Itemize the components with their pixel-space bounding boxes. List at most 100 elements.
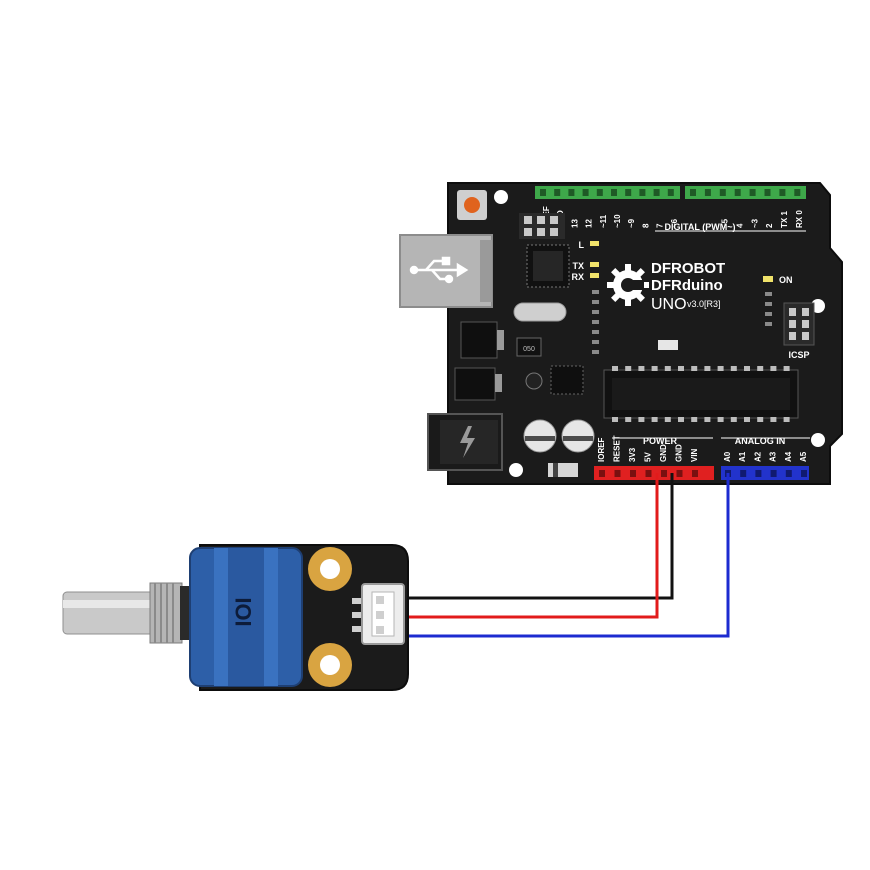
header-pin-hole bbox=[676, 470, 683, 477]
chip-pin bbox=[651, 417, 658, 422]
chip-pin bbox=[770, 366, 777, 371]
header-pin-hole bbox=[625, 189, 632, 196]
header-pin-hole bbox=[630, 470, 636, 477]
status-leds bbox=[590, 241, 599, 278]
rotary-potentiometer-icon: IOI bbox=[189, 547, 303, 687]
header-pin-hole bbox=[734, 189, 741, 196]
header-pin-hole bbox=[667, 189, 674, 196]
digital-pin-label: TX 1 bbox=[780, 211, 789, 228]
header-pin-hole bbox=[690, 189, 696, 196]
header-pin-hole bbox=[692, 470, 698, 477]
icsp-header-small bbox=[519, 213, 565, 239]
led-rx-label: RX bbox=[571, 272, 584, 282]
lightning-icon bbox=[460, 426, 475, 458]
brand-line2: DFRduino bbox=[651, 277, 723, 294]
header-pin-hole bbox=[785, 470, 792, 477]
chip-pin bbox=[744, 417, 750, 422]
led-l-label: L bbox=[579, 240, 585, 250]
header-pin-hole bbox=[704, 189, 711, 196]
reset-button[interactable] bbox=[457, 190, 487, 220]
header-pin-hole bbox=[740, 470, 747, 477]
gear-logo-icon bbox=[607, 264, 649, 306]
power-label: POWER bbox=[643, 436, 678, 446]
wire-blue-a0 bbox=[400, 473, 730, 638]
knob-shaft bbox=[62, 582, 194, 644]
atmega-chip bbox=[603, 366, 799, 422]
header-pin-hole bbox=[611, 189, 617, 196]
analog-pin-label: A5 bbox=[799, 451, 808, 462]
chip-pin bbox=[664, 366, 671, 371]
header-pin-hole bbox=[653, 189, 660, 196]
digital-pin-label: 13 bbox=[570, 219, 579, 228]
power-pin-label: GND bbox=[659, 444, 668, 462]
power-header bbox=[594, 466, 714, 480]
header-pin-hole bbox=[645, 470, 652, 477]
analog-pin-label: A3 bbox=[769, 451, 778, 462]
chip-pin bbox=[678, 366, 684, 371]
digital-label: DIGITAL (PWM~) bbox=[665, 222, 736, 232]
potentiometer-module: IOI bbox=[62, 544, 409, 691]
digital-pin-label: ~9 bbox=[627, 218, 636, 228]
power-pin-label: VIN bbox=[690, 448, 699, 462]
chip-pin bbox=[638, 417, 645, 422]
usb-chip bbox=[526, 244, 570, 288]
on-label: ON bbox=[779, 275, 793, 285]
electrolytic-capacitors bbox=[523, 419, 595, 453]
analog-header bbox=[721, 466, 809, 480]
analog-label: ANALOG IN bbox=[735, 436, 786, 446]
digital-pin-label: ~5 bbox=[721, 218, 730, 228]
model-version: v3.0[R3] bbox=[687, 299, 721, 309]
header-pin-hole bbox=[794, 189, 801, 196]
wires bbox=[400, 473, 730, 638]
capacitor-smd bbox=[658, 340, 678, 350]
analog-pin-label: A2 bbox=[753, 451, 762, 462]
led-tx-label: TX bbox=[572, 261, 584, 271]
mounting-hole bbox=[811, 433, 825, 447]
chip-pin bbox=[638, 366, 645, 371]
chip-pin bbox=[612, 417, 618, 422]
power-pin-label: IOREF bbox=[597, 437, 606, 462]
icsp-header bbox=[783, 302, 815, 346]
header-pin-hole bbox=[779, 189, 786, 196]
chip-pin bbox=[691, 366, 698, 371]
digital-pin-label: 8 bbox=[641, 223, 650, 228]
chip-pin bbox=[730, 366, 737, 371]
digital-pin-label: ~3 bbox=[750, 218, 759, 228]
digital-pin-label: 12 bbox=[585, 219, 594, 228]
wire-red-5v bbox=[400, 473, 659, 619]
header-pin-hole bbox=[661, 470, 667, 477]
digital-header bbox=[535, 186, 806, 199]
svg-text:050: 050 bbox=[523, 346, 535, 353]
analog-pin-label: A1 bbox=[738, 451, 747, 462]
smd-resistors-right bbox=[765, 292, 772, 326]
header-pin-hole bbox=[614, 470, 621, 477]
header-pin-hole bbox=[770, 470, 777, 477]
mounting-hole bbox=[509, 463, 523, 477]
header-pin-hole bbox=[749, 189, 756, 196]
power-pin-label: 5V bbox=[644, 452, 653, 462]
analog-pin-label: A4 bbox=[784, 451, 793, 462]
header-pin-hole bbox=[540, 189, 546, 196]
usb-icon bbox=[409, 256, 469, 284]
mounting-hole bbox=[494, 190, 508, 204]
regulator-2 bbox=[454, 367, 502, 401]
chip-pin bbox=[717, 366, 724, 371]
mounting-pad bbox=[308, 643, 352, 687]
header-pin-hole bbox=[596, 189, 603, 196]
header-pin-hole bbox=[755, 470, 762, 477]
chip-pin bbox=[625, 366, 632, 371]
digital-pin-label: ~10 bbox=[613, 214, 622, 228]
module-pins bbox=[352, 598, 362, 632]
header-pin-hole bbox=[554, 189, 561, 196]
chip-pin bbox=[651, 366, 658, 371]
wire-black-gnd bbox=[400, 473, 674, 600]
header-pin-hole bbox=[764, 189, 771, 196]
chip-pin bbox=[612, 366, 618, 371]
chip-pin bbox=[717, 417, 724, 422]
digital-pin-label: ~6 bbox=[670, 218, 679, 228]
digital-pin-label: RX 0 bbox=[795, 210, 804, 228]
